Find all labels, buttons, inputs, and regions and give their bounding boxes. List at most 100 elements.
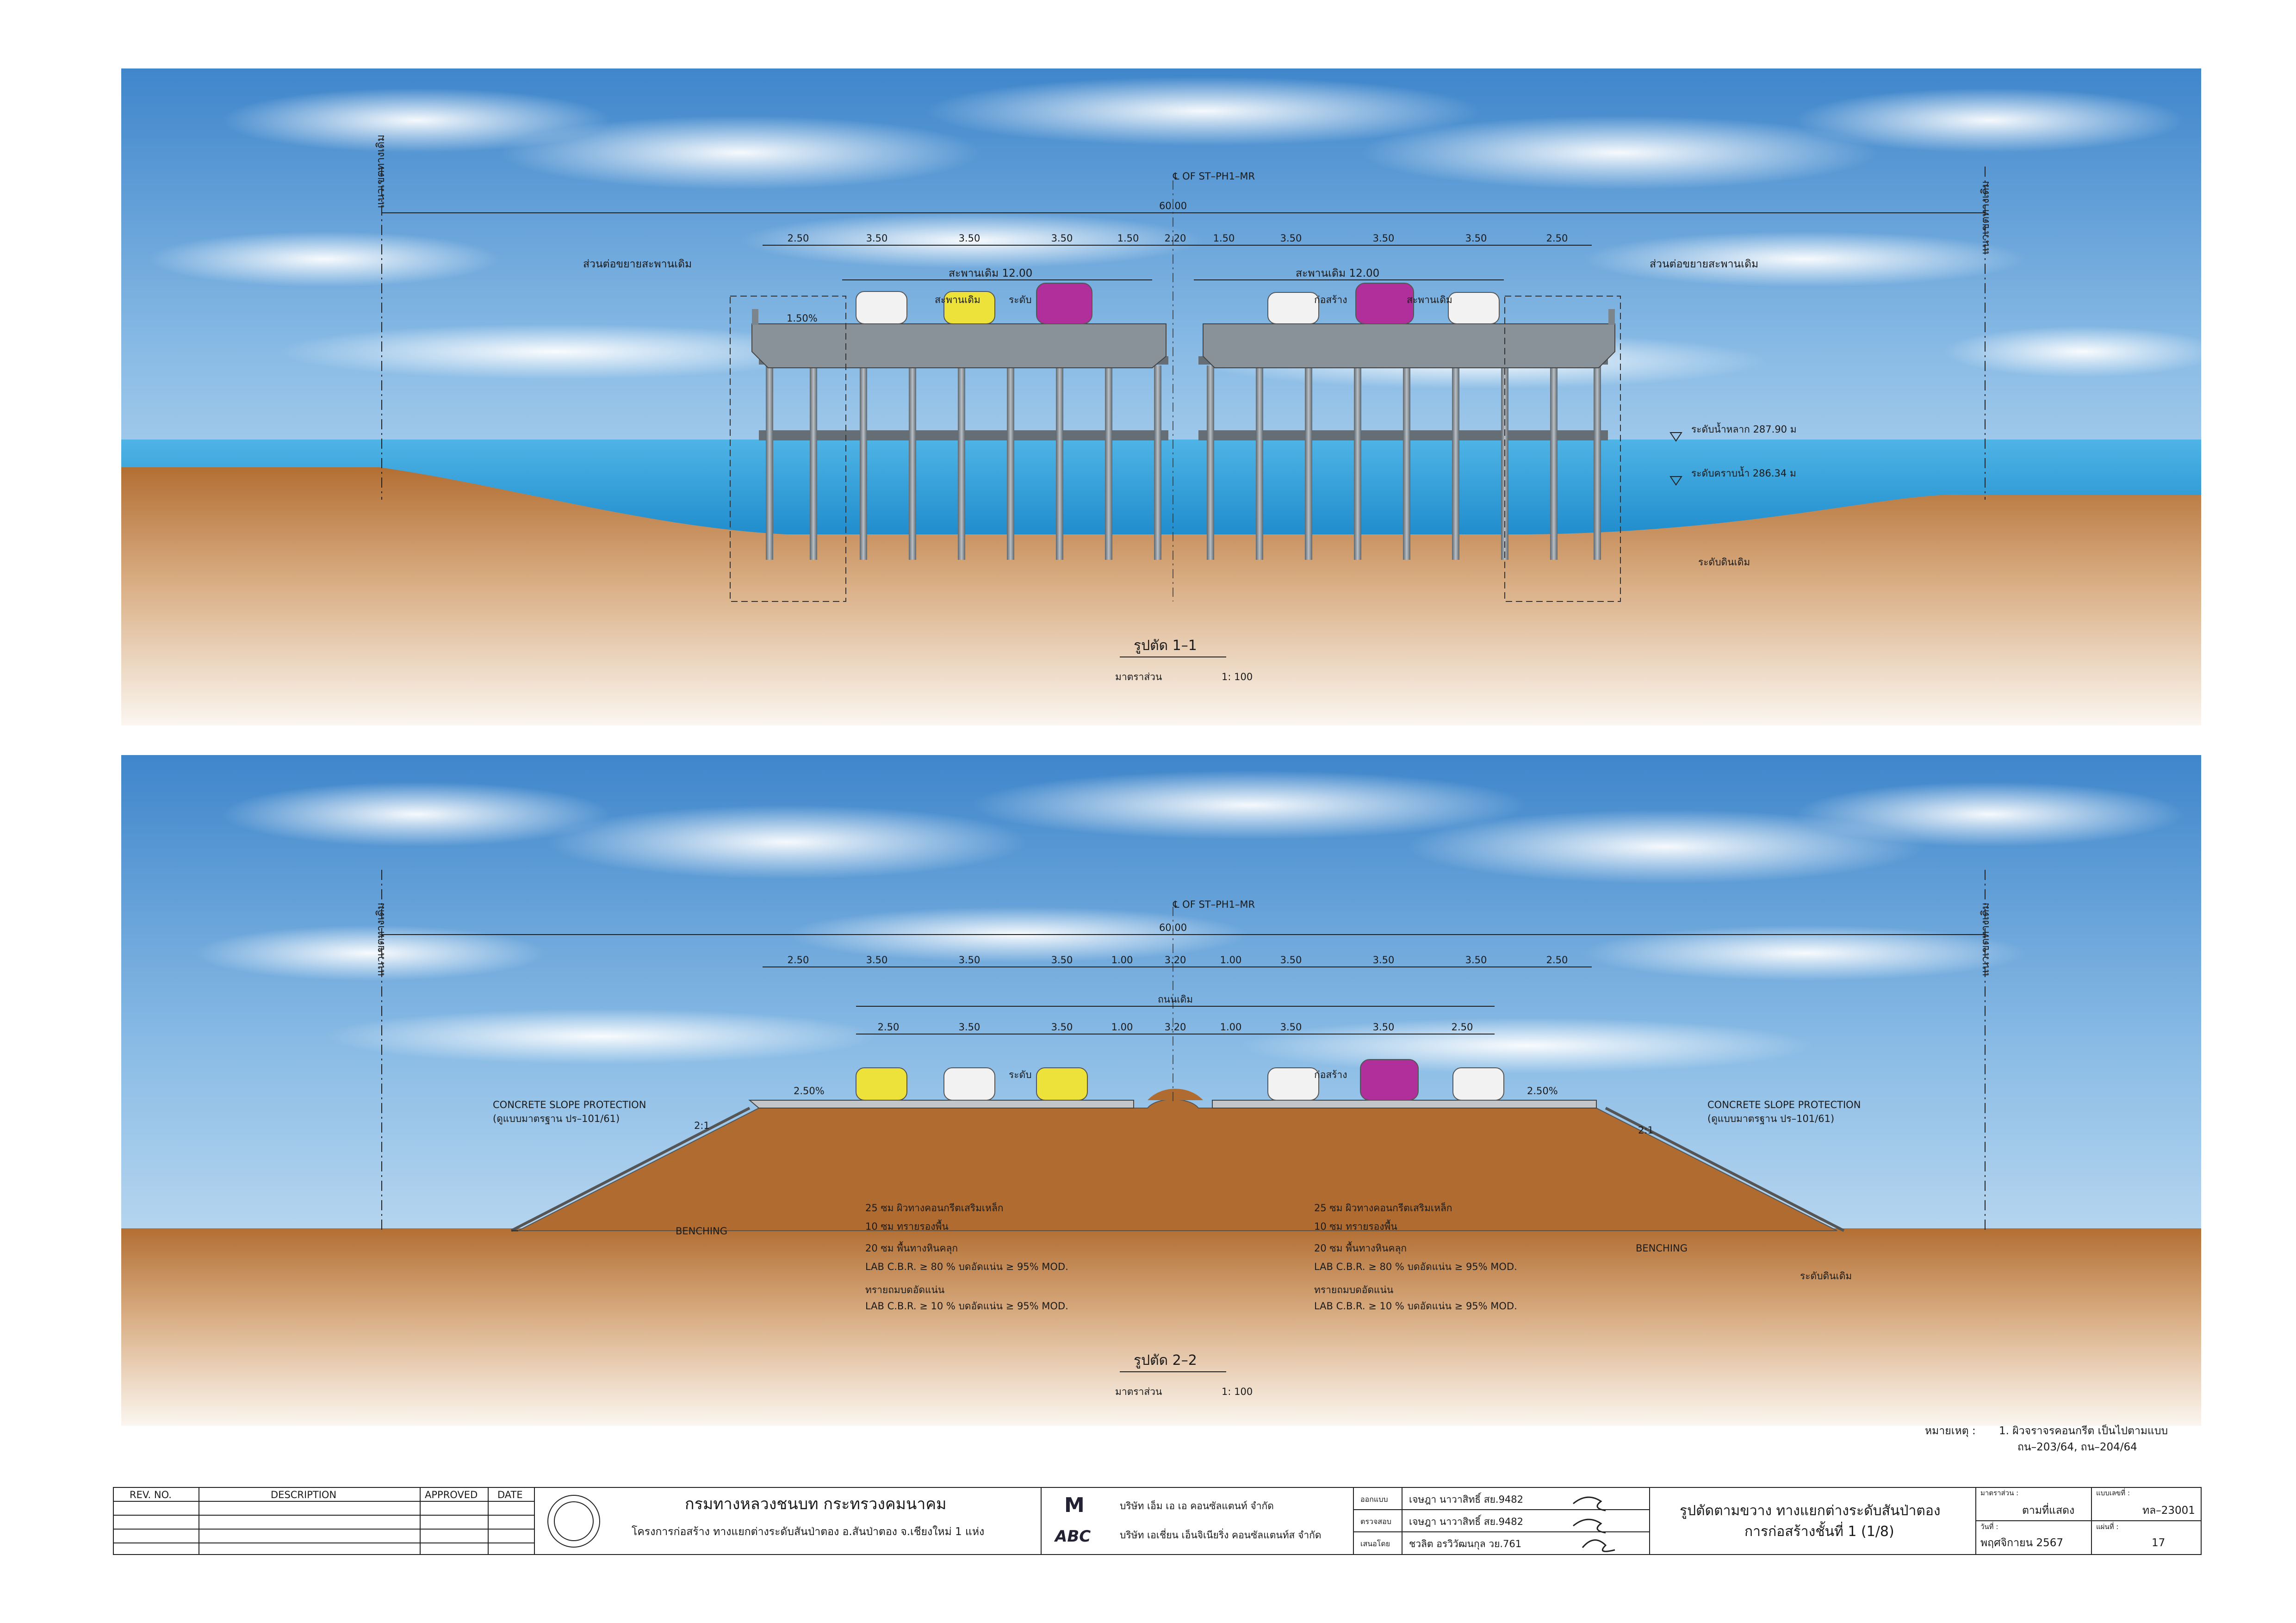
dim-value: 3.50	[1051, 233, 1073, 244]
slope-protection-right-en: CONCRETE SLOPE PROTECTION	[1707, 1099, 1861, 1110]
drawing-no: ทล–23001	[2142, 1505, 2195, 1517]
notes-line-2: ถน–203/64, ถน–204/64	[2017, 1441, 2137, 1453]
dim-value: 1.00	[1111, 954, 1133, 966]
dim-value: 1.00	[1220, 1022, 1242, 1033]
slope-protection-right	[1605, 1107, 1845, 1232]
layer-4: ทรายถมบดอัดแน่น	[1314, 1284, 1393, 1295]
dim-value: 3.50	[959, 233, 980, 244]
layer-4: ทรายถมบดอัดแน่น	[865, 1284, 944, 1295]
dim-value: 3.50	[1373, 954, 1395, 966]
row-limit-right-label: แนวเขตทางเดิม	[1980, 181, 1992, 254]
layer-2: 10 ซม ทรายรองพื้น	[865, 1220, 949, 1232]
pavement-layers-right: 25 ซม ผิวทางคอนกรีตเสริมเหล็ก 10 ซม ทราย…	[1314, 1202, 1517, 1312]
dim-value: 2.50	[788, 954, 809, 966]
slope-protection-left-en: CONCRETE SLOPE PROTECTION	[493, 1099, 646, 1110]
benching-right: BENCHING	[1636, 1243, 1688, 1254]
layer-3-spec: LAB C.B.R. ≥ 80 % บดอัดแน่น ≥ 95% MOD.	[865, 1261, 1068, 1272]
extension-right-label: ส่วนต่อขยายสะพานเดิม	[1650, 258, 1758, 270]
slope-right-label: 2.50%	[1527, 1085, 1558, 1096]
existing-bridge-left-label: สะพานเดิม 12.00	[949, 267, 1032, 279]
drawing-title-2: การก่อสร้างชั้นที่ 1 (1/8)	[1744, 1521, 1894, 1540]
car-label-4: สะพานเดิม	[1407, 294, 1452, 305]
vehicles-section-1	[856, 283, 1500, 324]
side-slope-right: 2:1	[1638, 1125, 1654, 1136]
signature-2	[1573, 1518, 1606, 1534]
section-2-2: แนวเขตทางเดิม แนวเขตทางเดิม 60.00 ℄ OF S…	[121, 755, 2201, 1426]
date-header: DATE	[497, 1489, 523, 1500]
rev-no-header: REV. NO.	[130, 1489, 172, 1500]
scale-label: มาตราส่วน :	[1980, 1489, 2018, 1497]
centerline-label: ℄ OF ST–PH1–MR	[1173, 899, 1255, 910]
layer-4-spec: LAB C.B.R. ≥ 10 % บดอัดแน่น ≥ 95% MOD.	[865, 1301, 1068, 1312]
extension-box-right	[1504, 296, 1621, 602]
dim-value: 3.50	[866, 233, 888, 244]
checked-by: เจษฎา นาวาสิทธิ์ สย.9482	[1409, 1514, 1523, 1527]
section-2-title: รูปตัด 2–2	[1134, 1352, 1197, 1369]
lane-dims-section-2-top: 2.50 3.50 3.50 3.50 1.00 3.20 1.00 3.50 …	[788, 954, 1568, 966]
existing-road-label: ถนนเดิม	[1158, 994, 1193, 1005]
low-water-level-label: ระดับคราบน้ำ 286.34 ม	[1691, 466, 1796, 479]
section-1-title: รูปตัด 1–1	[1134, 638, 1197, 654]
deck-slope-label: 1.50%	[787, 313, 818, 324]
dim-value: 3.50	[1051, 1022, 1073, 1033]
section-1-1: แนวเขตทางเดิม แนวเขตทางเดิม 60.00 ℄ OF S…	[121, 68, 2221, 725]
row-limit-left-label: แนวเขตทางเดิม	[375, 135, 387, 208]
pavement-right	[1212, 1100, 1597, 1109]
approved-header: APPROVED	[425, 1489, 478, 1500]
proposed-by: ชวลิต อรวิวัฒนกุล วย.761	[1409, 1538, 1521, 1550]
slope-protection-right-th: (ดูแบบมาตรฐาน ปร–101/61)	[1707, 1113, 1834, 1125]
layer-3: 20 ซม พื้นทางหินคลุก	[1314, 1241, 1407, 1254]
signature-1	[1573, 1496, 1606, 1511]
dim-value: 3.50	[1373, 1022, 1395, 1033]
sheet-no: 17	[2152, 1537, 2165, 1549]
dim-value: 3.50	[959, 954, 980, 966]
layer-1: 25 ซม ผิวทางคอนกรีตเสริมเหล็ก	[865, 1202, 1004, 1214]
dim-value: 2.50	[1452, 1022, 1473, 1033]
maa-logo-icon: M	[1064, 1493, 1085, 1517]
benching-left: BENCHING	[676, 1226, 727, 1237]
slope-left-label: 2.50%	[794, 1085, 825, 1096]
designed-by-label: ออกแบบ	[1360, 1495, 1388, 1504]
title-block-text: REV. NO. DESCRIPTION APPROVED DATE กรมทา…	[130, 1488, 2195, 1552]
row-limit-right-label: แนวเขตทางเดิม	[1980, 903, 1992, 976]
layer-4-spec: LAB C.B.R. ≥ 10 % บดอัดแน่น ≥ 95% MOD.	[1314, 1301, 1517, 1312]
agency-name: กรมทางหลวงชนบท กระทรวงคมนาคม	[685, 1495, 947, 1513]
dim-value: 2.50	[878, 1022, 900, 1033]
bridge-deck-right	[1203, 323, 1615, 368]
dim-value: 3.50	[1280, 954, 1302, 966]
dim-value: 3.50	[1051, 954, 1073, 966]
proposed-by-label: เสนอโดย	[1360, 1539, 1390, 1548]
aec-logo-icon: ABC	[1054, 1527, 1091, 1546]
car-label-2: ก่อสร้าง	[1314, 1069, 1347, 1080]
notes-label: หมายเหตุ :	[1925, 1425, 1976, 1437]
layer-2: 10 ซม ทรายรองพื้น	[1314, 1220, 1397, 1232]
pavement-left	[748, 1100, 1134, 1109]
slope-protection-left	[510, 1107, 751, 1232]
dim-value: 3.50	[1280, 233, 1302, 244]
car-label-1: สะพานเดิม	[935, 294, 980, 305]
dim-value: 3.50	[866, 954, 888, 966]
dim-value: 3.20	[1165, 1022, 1186, 1033]
notes-line-1: 1. ผิวจราจรคอนกรีต เป็นไปตามแบบ	[1999, 1424, 2168, 1437]
centerline-label: ℄ OF ST–PH1–MR	[1173, 171, 1255, 182]
existing-ground-label-1: ระดับดินเดิม	[1698, 557, 1750, 568]
vehicles-section-2	[856, 1059, 1504, 1101]
section-1-scale-value: 1: 100	[1222, 671, 1253, 682]
dim-value: 3.50	[1465, 233, 1487, 244]
dim-value: 1.00	[1111, 1022, 1133, 1033]
project-name: โครงการก่อสร้าง ทางแยกต่างระดับสันป่าตอง…	[632, 1525, 984, 1538]
scale-value: ตามที่แสดง	[2022, 1503, 2074, 1517]
drawing-no-label: แบบเลขที่ :	[2096, 1488, 2130, 1497]
existing-soil	[121, 1228, 2201, 1426]
dim-value: 2.50	[1546, 233, 1568, 244]
existing-soil	[121, 467, 2201, 725]
dim-value: 3.50	[1280, 1022, 1302, 1033]
date-value: พฤศจิกายน 2567	[1980, 1537, 2063, 1549]
dim-value: 2.50	[788, 233, 809, 244]
extension-left-label: ส่วนต่อขยายสะพานเดิม	[583, 258, 692, 270]
dim-value: 3.50	[1373, 233, 1395, 244]
dim-value: 1.00	[1220, 954, 1242, 966]
signature-3	[1582, 1539, 1615, 1552]
car-label-1: ระดับ	[1009, 1069, 1032, 1080]
lane-dims-section-2-inner: 2.50 3.50 3.50 1.00 3.20 1.00 3.50 3.50 …	[878, 1022, 1473, 1033]
